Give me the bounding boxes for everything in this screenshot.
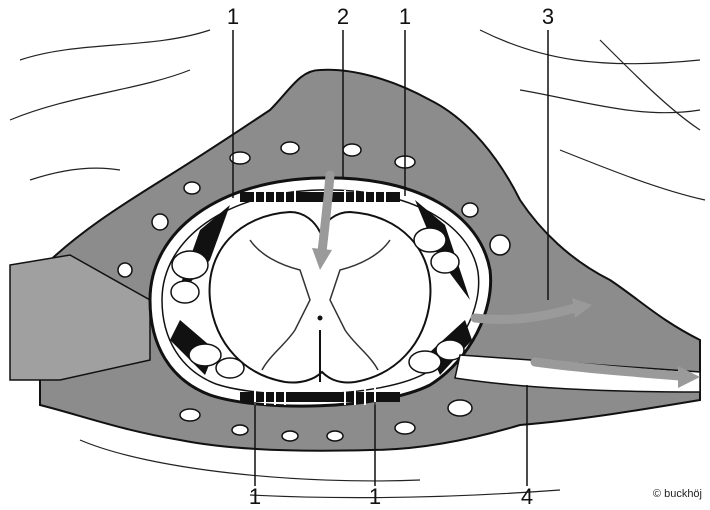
callout-label-1-top-left: 1	[227, 6, 239, 28]
callout-label-1-top-right: 1	[399, 6, 411, 28]
callout-label-1-bottom-left: 1	[249, 486, 261, 508]
copyright-credit: © buckhöj	[653, 488, 702, 500]
callout-label-1-bottom-center: 1	[369, 486, 381, 508]
central-canal	[318, 316, 323, 321]
callout-label-4-bottom-right: 4	[521, 486, 533, 508]
callout-label-3-top-far-right: 3	[542, 6, 554, 28]
callout-label-2-top-center: 2	[337, 6, 349, 28]
